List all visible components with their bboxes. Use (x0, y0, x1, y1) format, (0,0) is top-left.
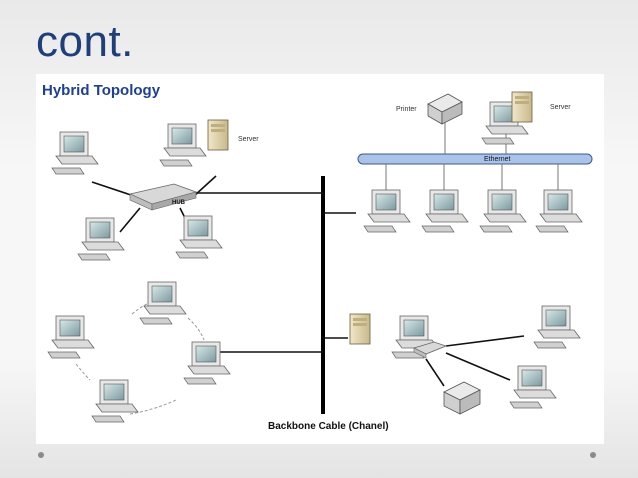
computer-icon (77, 217, 125, 261)
computer-icon (533, 305, 581, 349)
diagram-title: Hybrid Topology (42, 82, 161, 99)
printer-icon (443, 381, 481, 415)
slide-title: cont. (36, 17, 134, 66)
server-icon (349, 313, 371, 345)
diagram-panel: Hybrid Topology Server HUB Printer Serve… (36, 74, 604, 444)
nav-dot-left (38, 452, 44, 458)
computer-icon (139, 281, 187, 325)
hub-label: HUB (172, 200, 185, 206)
ethernet-label: Ethernet (484, 156, 511, 163)
server-icon (207, 119, 229, 151)
connection-lines (91, 175, 525, 387)
hub-icon (128, 183, 198, 211)
ring-arrows (75, 299, 205, 415)
printer-label: Printer (396, 106, 417, 113)
computer-icon (175, 215, 223, 259)
computer-icon (509, 365, 557, 409)
server-icon (511, 91, 533, 123)
hybrid-topology-diagram (47, 91, 593, 423)
computer-icon (183, 341, 231, 385)
computer-icon (535, 189, 583, 233)
computer-icon (159, 123, 207, 167)
hub-icon (412, 341, 448, 359)
server-label-right: Server (550, 104, 571, 111)
nav-dot-right (590, 452, 596, 458)
computer-icon (421, 189, 469, 233)
computer-icon (91, 379, 139, 423)
ethernet-bus-icon (357, 153, 593, 165)
computer-icon (47, 315, 95, 359)
backbone-label: Backbone Cable (Chanel) (268, 421, 389, 432)
computer-icon (479, 189, 527, 233)
computer-icon (51, 131, 99, 175)
server-label-left: Server (238, 136, 259, 143)
computer-icon (363, 189, 411, 233)
printer-icon (427, 93, 463, 125)
